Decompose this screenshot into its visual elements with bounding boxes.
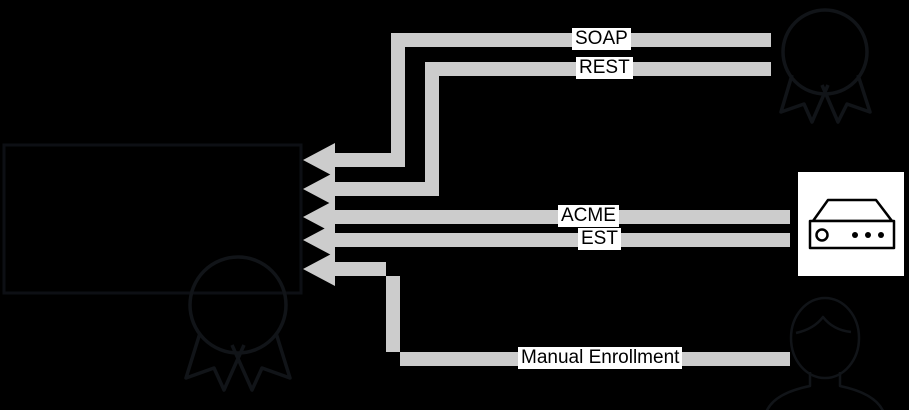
- arrow-rest: [303, 62, 771, 206]
- label-est: EST: [578, 228, 621, 250]
- arrow-manual: [303, 252, 790, 366]
- user-person-icon: [765, 296, 885, 410]
- certificate-badge-icon-box: [184, 255, 292, 392]
- arrow-acme: [303, 200, 790, 234]
- label-soap: SOAP: [572, 28, 631, 50]
- label-manual-enrollment: Manual Enrollment: [518, 347, 683, 369]
- label-acme: ACME: [558, 205, 619, 227]
- server-appliance-icon: [808, 198, 896, 250]
- certificate-badge-icon-top: [779, 8, 872, 124]
- certificate-authority-box: [2, 143, 303, 295]
- label-rest: REST: [576, 57, 633, 79]
- arrow-soap: [303, 33, 771, 177]
- arrow-est: [303, 223, 790, 257]
